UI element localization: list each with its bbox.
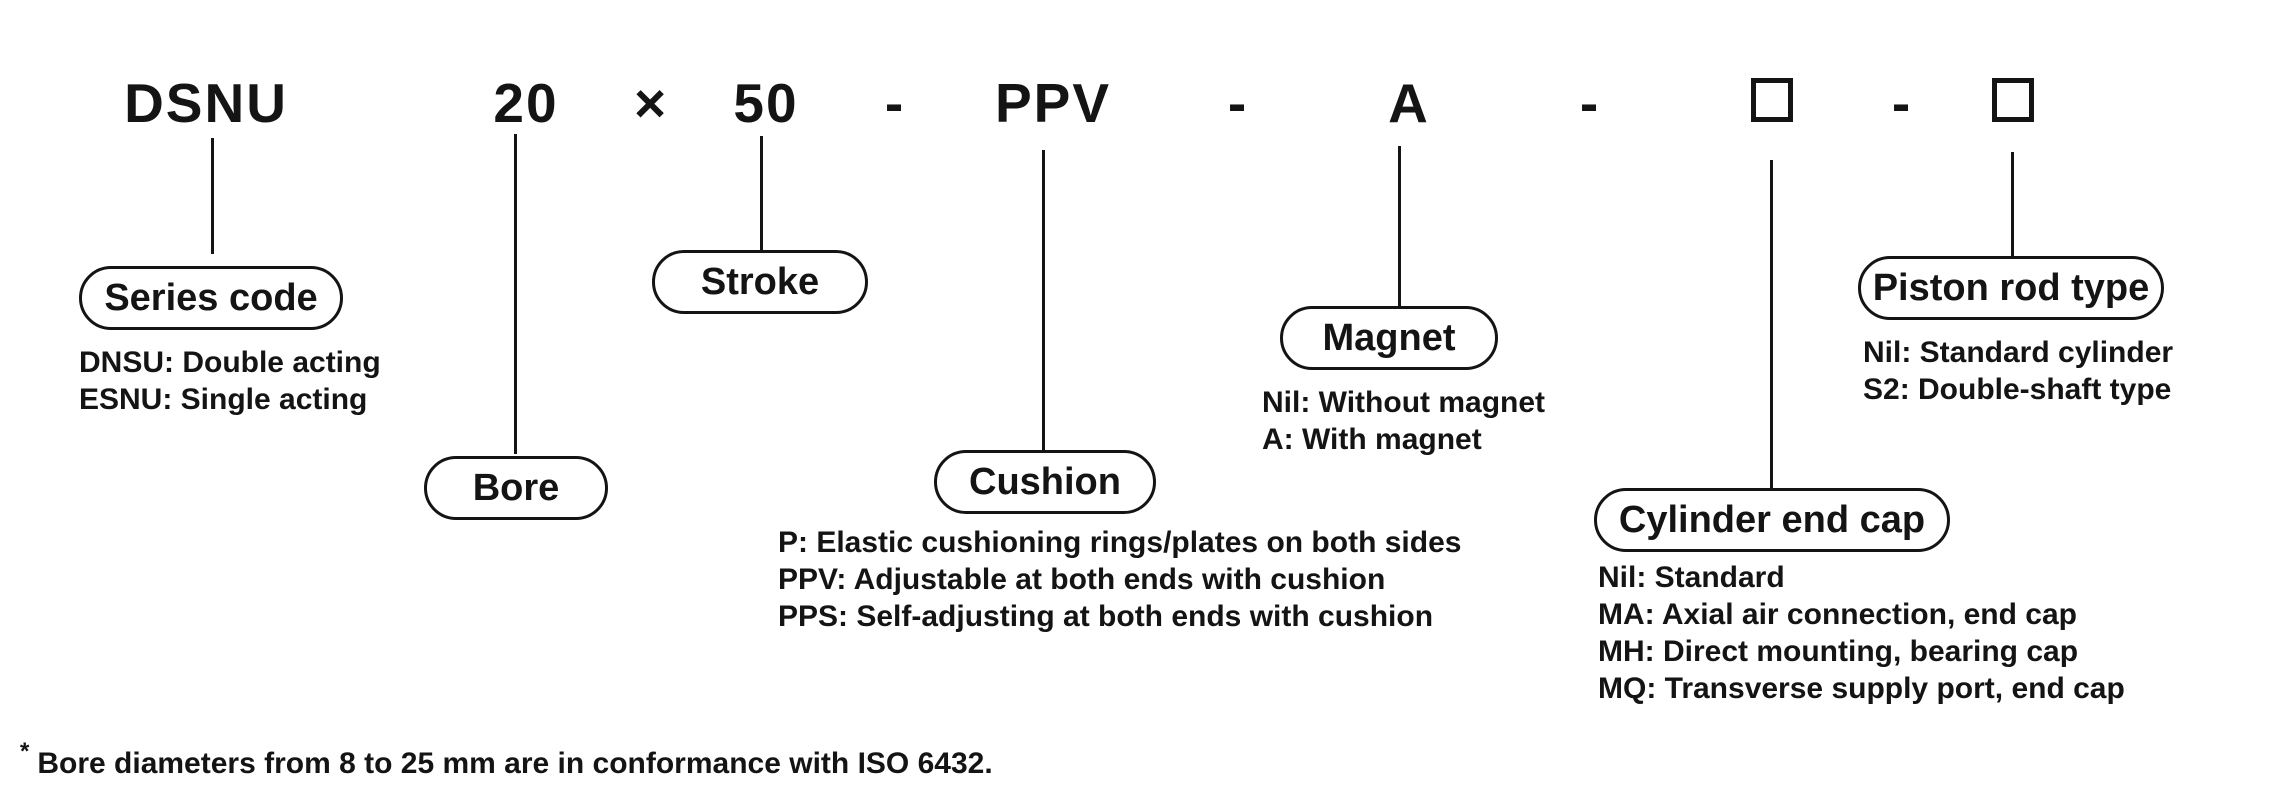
code-magnet-value: A	[1388, 72, 1430, 134]
footnote-asterisk: *	[20, 738, 30, 765]
placeholder-box-piston-rod	[1992, 78, 2034, 122]
separator-dash-3: -	[1579, 72, 1601, 134]
magnet-connector-line	[1398, 146, 1401, 306]
code-bore-value: 20	[493, 72, 559, 134]
footnote: * Bore diameters from 8 to 25 mm are in c…	[20, 738, 993, 781]
end-cap-option: Nil: Standard	[1598, 561, 1785, 594]
piston-rod-connector-line	[2011, 152, 2014, 256]
footnote-text: Bore diameters from 8 to 25 mm are in co…	[37, 747, 993, 780]
cushion-option: PPV: Adjustable at both ends with cushio…	[778, 563, 1386, 596]
separator-dash-2: -	[1227, 72, 1249, 134]
series-connector-line	[211, 138, 214, 254]
end-cap-options: Nil: Standard MA: Axial air connection, …	[1598, 559, 2125, 707]
cushion-option: PPS: Self-adjusting at both ends with cu…	[778, 600, 1434, 633]
code-cushion-value: PPV	[994, 72, 1112, 134]
stroke-connector-line	[760, 136, 763, 250]
bore-bubble: Bore	[424, 456, 608, 520]
magnet-options: Nil: Without magnet A: With magnet	[1262, 384, 1545, 458]
stroke-bubble: Stroke	[652, 250, 868, 314]
piston-rod-type-bubble: Piston rod type	[1858, 256, 2164, 320]
cushion-bubble: Cushion	[934, 450, 1156, 514]
cylinder-end-cap-bubble: Cylinder end cap	[1594, 488, 1950, 552]
piston-rod-option: S2: Double-shaft type	[1863, 373, 2172, 406]
end-cap-option: MA: Axial air connection, end cap	[1598, 598, 2077, 631]
end-cap-option: MH: Direct mounting, bearing cap	[1598, 635, 2079, 668]
cushion-option: P: Elastic cushioning rings/plates on bo…	[778, 526, 1462, 559]
magnet-option: A: With magnet	[1262, 423, 1482, 456]
series-option: DNSU: Double acting	[79, 346, 381, 379]
series-options: DNSU: Double acting ESNU: Single acting	[79, 344, 381, 418]
code-stroke-value: 50	[733, 72, 799, 134]
separator-dash-4: -	[1891, 72, 1913, 134]
end-cap-connector-line	[1770, 160, 1773, 488]
cushion-connector-line	[1042, 150, 1045, 450]
piston-rod-options: Nil: Standard cylinder S2: Double-shaft …	[1863, 334, 2173, 408]
series-option: ESNU: Single acting	[79, 383, 368, 416]
code-series-value: DSNU	[124, 72, 288, 134]
piston-rod-option: Nil: Standard cylinder	[1863, 336, 2174, 369]
separator-dash-1: -	[884, 72, 906, 134]
multiply-sign: ×	[633, 72, 669, 134]
end-cap-option: MQ: Transverse supply port, end cap	[1598, 672, 2125, 705]
bore-connector-line	[514, 134, 517, 454]
placeholder-box-end-cap	[1751, 78, 1793, 122]
magnet-bubble: Magnet	[1280, 306, 1498, 370]
series-code-bubble: Series code	[79, 266, 343, 330]
cushion-options: P: Elastic cushioning rings/plates on bo…	[778, 524, 1461, 635]
magnet-option: Nil: Without magnet	[1262, 386, 1546, 419]
